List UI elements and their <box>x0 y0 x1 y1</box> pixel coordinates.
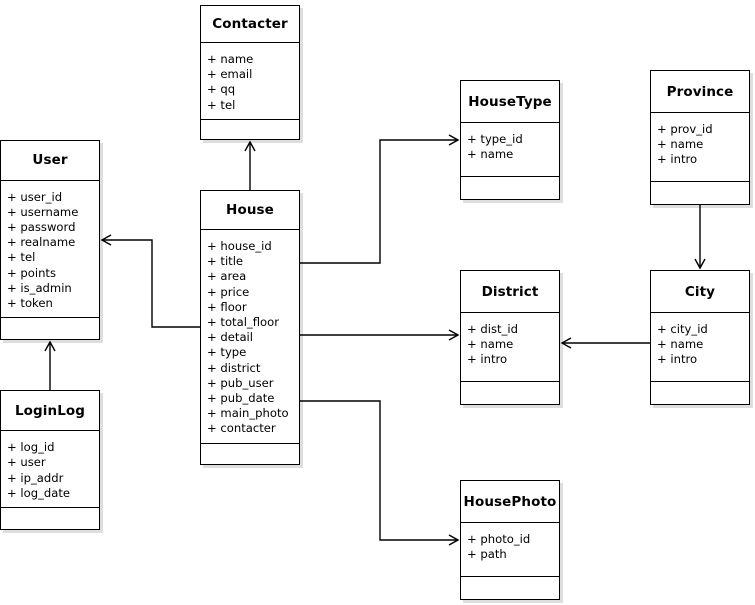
uml-attributes-contacter: + name+ email+ qq+ tel <box>201 43 299 120</box>
uml-attribute: + is_admin <box>7 280 72 295</box>
uml-attribute: + tel <box>7 250 36 265</box>
uml-operations-district <box>461 382 559 404</box>
uml-attribute: + user_id <box>7 189 63 204</box>
uml-attribute: + type <box>207 345 247 360</box>
uml-attributes-house: + house_id+ title+ area+ price+ floor+ t… <box>201 230 299 444</box>
uml-attribute: + intro <box>657 152 698 167</box>
uml-class-name-house: House <box>201 191 299 230</box>
uml-attribute: + pub_user <box>207 375 274 390</box>
relation-house-housephoto <box>300 400 460 546</box>
uml-attributes-loginlog: + log_id+ user+ ip_addr+ log_date <box>1 431 99 508</box>
uml-attribute: + points <box>7 265 57 280</box>
uml-attribute: + title <box>207 254 244 269</box>
uml-class-name-city: City <box>651 271 749 313</box>
uml-operations-house <box>201 444 299 464</box>
uml-operations-user <box>1 318 99 339</box>
relation-house-user <box>100 234 200 328</box>
uml-attribute: + city_id <box>657 322 708 336</box>
uml-attributes-province: + prov_id+ name+ intro <box>651 113 749 182</box>
uml-class-name-housetype: HouseType <box>461 81 559 123</box>
uml-attribute: + token <box>7 296 53 311</box>
uml-class-house[interactable]: House+ house_id+ title+ area+ price+ flo… <box>200 190 300 465</box>
uml-class-loginlog[interactable]: LoginLog+ log_id+ user+ ip_addr+ log_dat… <box>0 390 100 530</box>
uml-attribute: + realname <box>7 235 76 250</box>
uml-attribute: + dist_id <box>467 322 518 336</box>
uml-attribute: + log_date <box>7 485 71 500</box>
uml-attributes-housephoto: + photo_id+ path <box>461 523 559 577</box>
uml-attribute: + username <box>7 204 79 219</box>
uml-operations-contacter <box>201 120 299 139</box>
uml-attribute: + main_photo <box>207 406 289 421</box>
uml-attribute: + total_floor <box>207 315 279 329</box>
uml-attribute: + name <box>657 337 704 352</box>
uml-attribute: + log_id <box>7 440 55 455</box>
uml-attributes-city: + city_id+ name+ intro <box>651 313 749 382</box>
uml-class-contacter[interactable]: Contacter+ name+ email+ qq+ tel <box>200 5 300 140</box>
uml-attribute: + name <box>657 137 704 152</box>
uml-attribute: + detail <box>207 330 253 345</box>
uml-operations-housetype <box>461 177 559 199</box>
uml-attribute: + floor <box>207 299 247 314</box>
uml-class-name-contacter: Contacter <box>201 6 299 43</box>
uml-class-housetype[interactable]: HouseType+ type_id+ name <box>460 80 560 200</box>
uml-attribute: + path <box>467 547 507 562</box>
uml-attribute: + qq <box>207 82 236 97</box>
relation-city-district <box>560 337 650 349</box>
uml-attribute: + pub_date <box>207 391 275 406</box>
uml-attribute: + type_id <box>467 132 523 146</box>
uml-attribute: + contacter <box>207 421 276 436</box>
uml-class-name-province: Province <box>651 71 749 113</box>
uml-operations-province <box>651 182 749 204</box>
relation-loginlog-user <box>44 340 56 390</box>
relation-province-city <box>694 205 706 270</box>
uml-attributes-user: + user_id+ username+ password+ realname+… <box>1 181 99 319</box>
uml-attribute: + password <box>7 220 76 235</box>
uml-attributes-housetype: + type_id+ name <box>461 123 559 177</box>
uml-class-name-district: District <box>461 271 559 313</box>
uml-class-name-user: User <box>1 141 99 181</box>
uml-attribute: + intro <box>467 352 508 367</box>
uml-attribute: + district <box>207 360 261 375</box>
uml-class-housephoto[interactable]: HousePhoto+ photo_id+ path <box>460 480 560 600</box>
uml-attributes-district: + dist_id+ name+ intro <box>461 313 559 382</box>
uml-attribute: + photo_id <box>467 532 531 546</box>
uml-operations-housephoto <box>461 577 559 599</box>
relation-house-district <box>300 329 460 341</box>
uml-class-province[interactable]: Province+ prov_id+ name+ intro <box>650 70 750 205</box>
uml-attribute: + name <box>467 337 514 352</box>
uml-operations-city <box>651 382 749 404</box>
uml-class-name-loginlog: LoginLog <box>1 391 99 432</box>
relation-house-contacter <box>244 140 256 190</box>
uml-attribute: + price <box>207 284 250 299</box>
uml-class-city[interactable]: City+ city_id+ name+ intro <box>650 270 750 405</box>
relation-house-housetype <box>300 134 460 264</box>
uml-attribute: + area <box>207 269 247 284</box>
uml-attribute: + intro <box>657 352 698 367</box>
uml-class-name-housephoto: HousePhoto <box>461 481 559 523</box>
uml-operations-loginlog <box>1 508 99 529</box>
uml-attribute: + tel <box>207 97 236 112</box>
uml-attribute: + name <box>467 147 514 162</box>
uml-attribute: + prov_id <box>657 122 713 136</box>
uml-class-user[interactable]: User+ user_id+ username+ password+ realn… <box>0 140 100 340</box>
uml-attribute: + user <box>7 455 46 470</box>
uml-attribute: + house_id <box>207 238 272 253</box>
uml-attribute: + email <box>207 67 253 82</box>
uml-attribute: + ip_addr <box>7 470 64 485</box>
uml-attribute: + name <box>207 51 254 66</box>
uml-class-district[interactable]: District+ dist_id+ name+ intro <box>460 270 560 405</box>
